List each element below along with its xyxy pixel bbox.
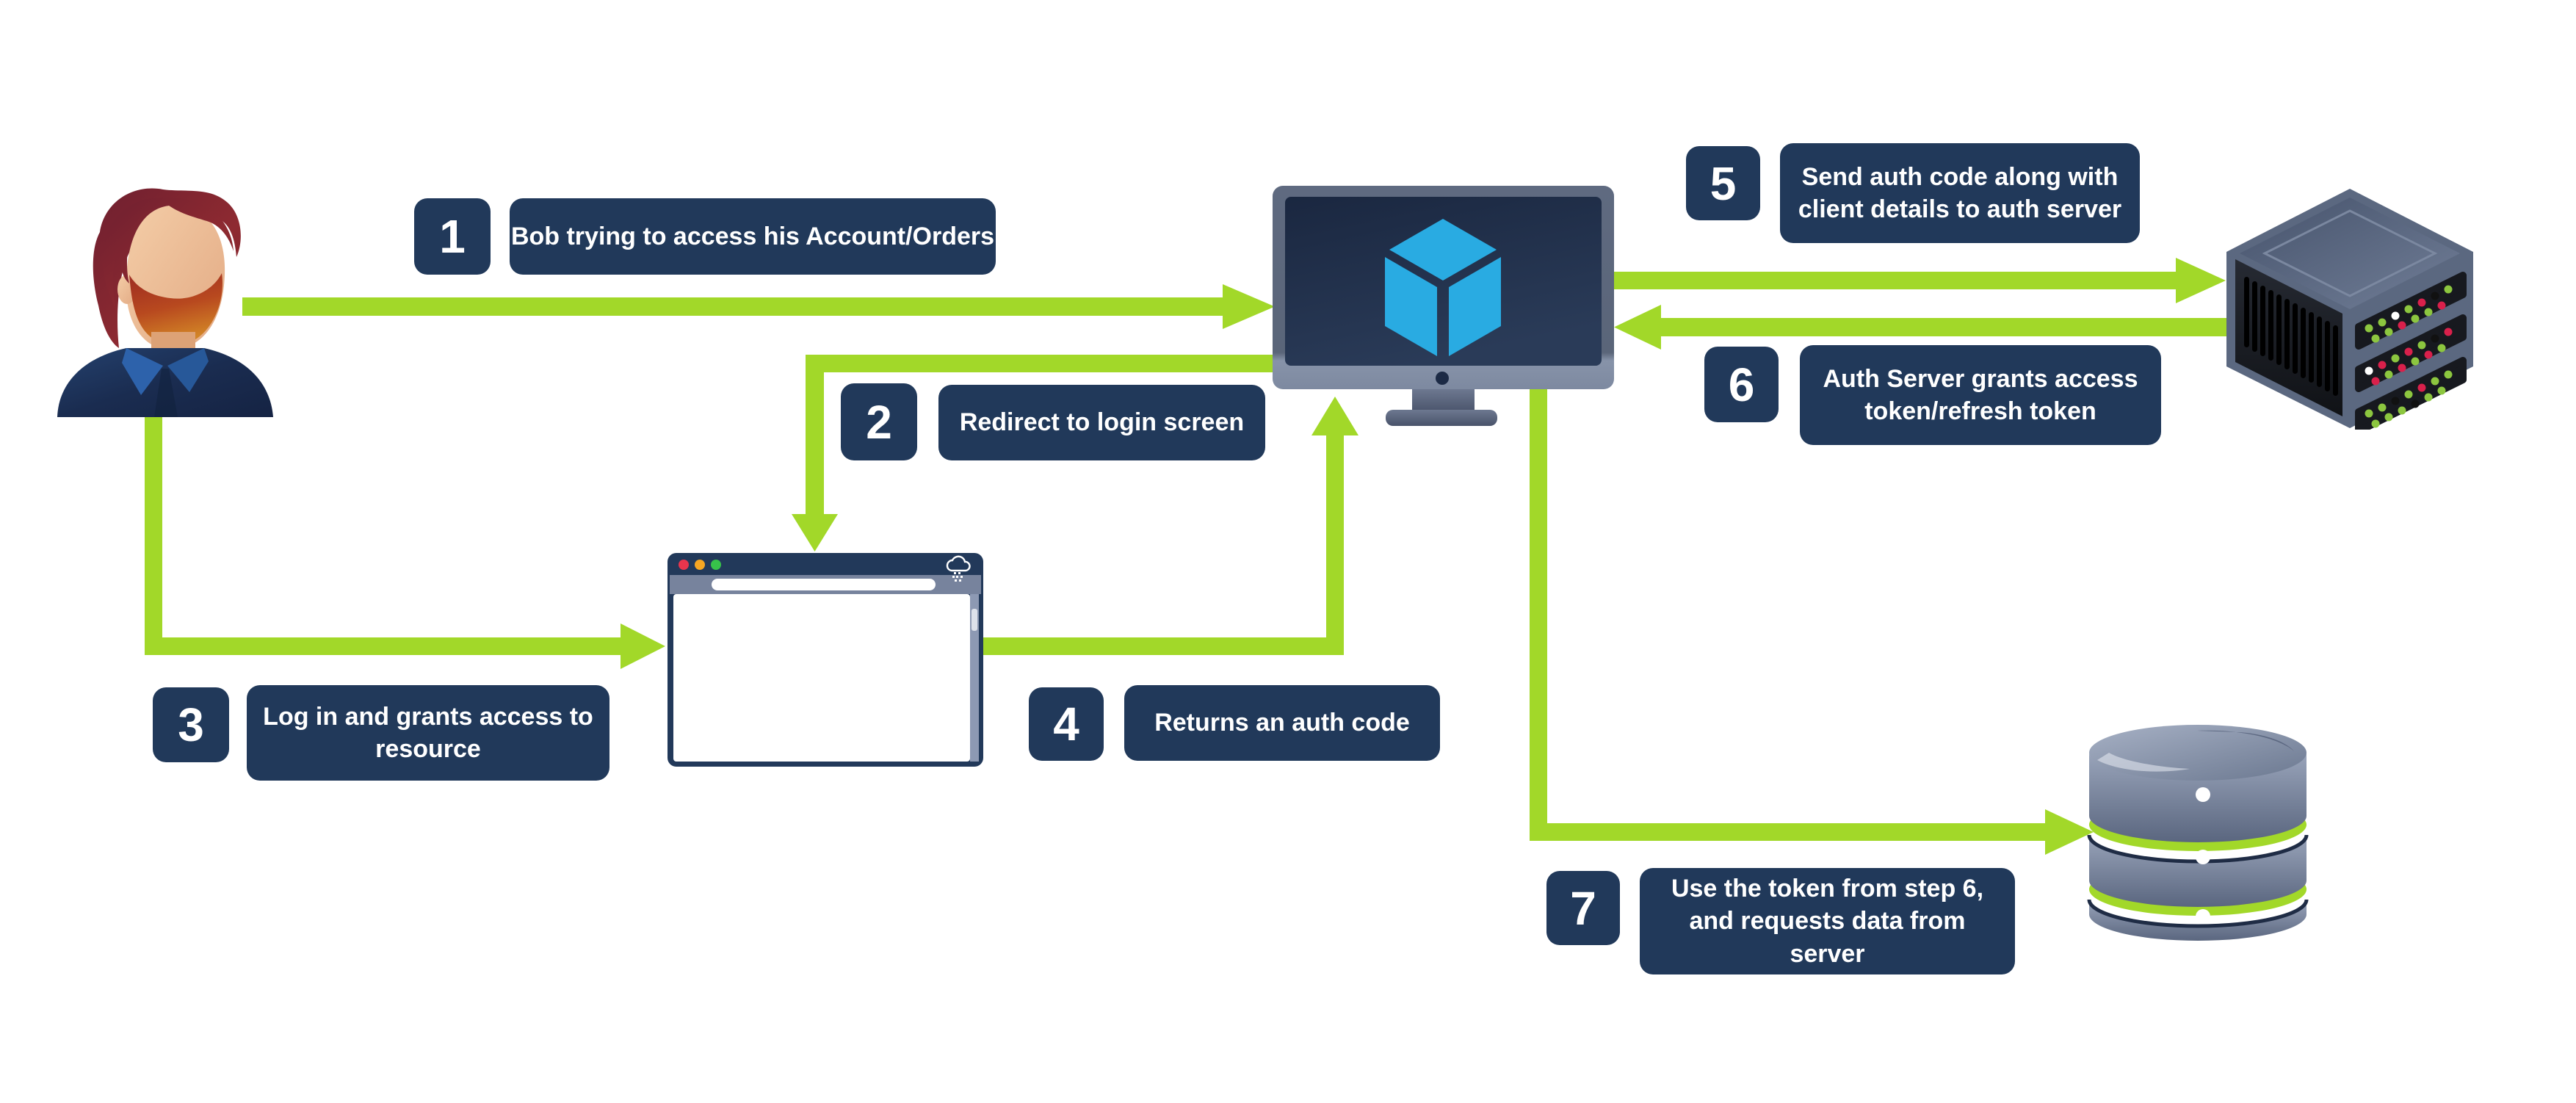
step-5-label: Send auth code along with client details…	[1780, 143, 2140, 243]
step-2-label: Redirect to login screen	[938, 385, 1265, 460]
user-collar-left	[122, 348, 163, 395]
step-7-label: Use the token from step 6, and requests …	[1640, 868, 2015, 974]
arrow-step3	[145, 411, 665, 669]
server-vents	[2244, 277, 2338, 396]
user-collar-right	[167, 348, 209, 392]
db-cap-shine	[2097, 753, 2190, 772]
cloud-data-dots	[952, 572, 963, 582]
browser-scrollbar-track[interactable]	[970, 594, 979, 762]
step-1-label: Bob trying to access his Account/Orders	[510, 198, 996, 275]
db-segment-3	[2089, 900, 2307, 941]
browser-close-dot[interactable]	[679, 560, 689, 570]
db-dot-1	[2196, 787, 2210, 802]
step-6-badge: 6	[1704, 347, 1779, 422]
arrow-step6	[1614, 305, 2229, 350]
monitor-screen	[1285, 197, 1602, 366]
monitor-icon	[1273, 186, 1614, 426]
cube-icon	[1385, 219, 1501, 356]
browser-maximize-dot[interactable]	[711, 560, 721, 570]
step-5-badge: 5	[1686, 146, 1760, 220]
db-segment-3-edge	[2087, 899, 2309, 928]
step-1-badge: 1	[414, 198, 491, 275]
monitor-power-light	[1436, 372, 1449, 385]
db-cap	[2089, 725, 2307, 781]
db-dot-3	[2196, 909, 2210, 924]
cloud-icon	[946, 555, 971, 572]
user-icon	[57, 188, 273, 417]
browser-content	[673, 594, 970, 762]
step-6-label: Auth Server grants access token/refresh …	[1800, 345, 2161, 445]
step-7-badge: 7	[1546, 871, 1620, 945]
db-segment-2	[2089, 835, 2307, 907]
server-top-rim	[2262, 209, 2438, 297]
browser-url-bar[interactable]	[712, 579, 936, 590]
user-shirt-shadow	[154, 369, 178, 417]
arrow-step7	[1530, 389, 2094, 855]
user-fringe	[101, 197, 234, 317]
step-4-label: Returns an auth code	[1124, 685, 1440, 761]
arrow-step1	[242, 284, 1275, 329]
db-dot-2	[2196, 850, 2210, 864]
server-leds	[2365, 285, 2453, 428]
step-4-badge: 4	[1029, 687, 1104, 761]
monitor-stand-base	[1386, 410, 1497, 426]
browser-minimize-dot[interactable]	[695, 560, 705, 570]
browser-scrollbar-thumb[interactable]	[972, 609, 977, 631]
database-icon	[2087, 725, 2309, 941]
step-3-badge: 3	[153, 687, 229, 762]
user-beard	[129, 273, 222, 346]
server-top-face	[2240, 198, 2460, 309]
browser-icon	[667, 553, 983, 767]
server-icon	[2226, 189, 2473, 430]
arrow-step5	[1614, 258, 2226, 303]
arrow-step4	[983, 397, 1358, 655]
step-2-badge: 2	[841, 383, 917, 460]
step-3-label: Log in and grants access to resource	[247, 685, 609, 781]
monitor-stand-neck	[1412, 389, 1475, 413]
